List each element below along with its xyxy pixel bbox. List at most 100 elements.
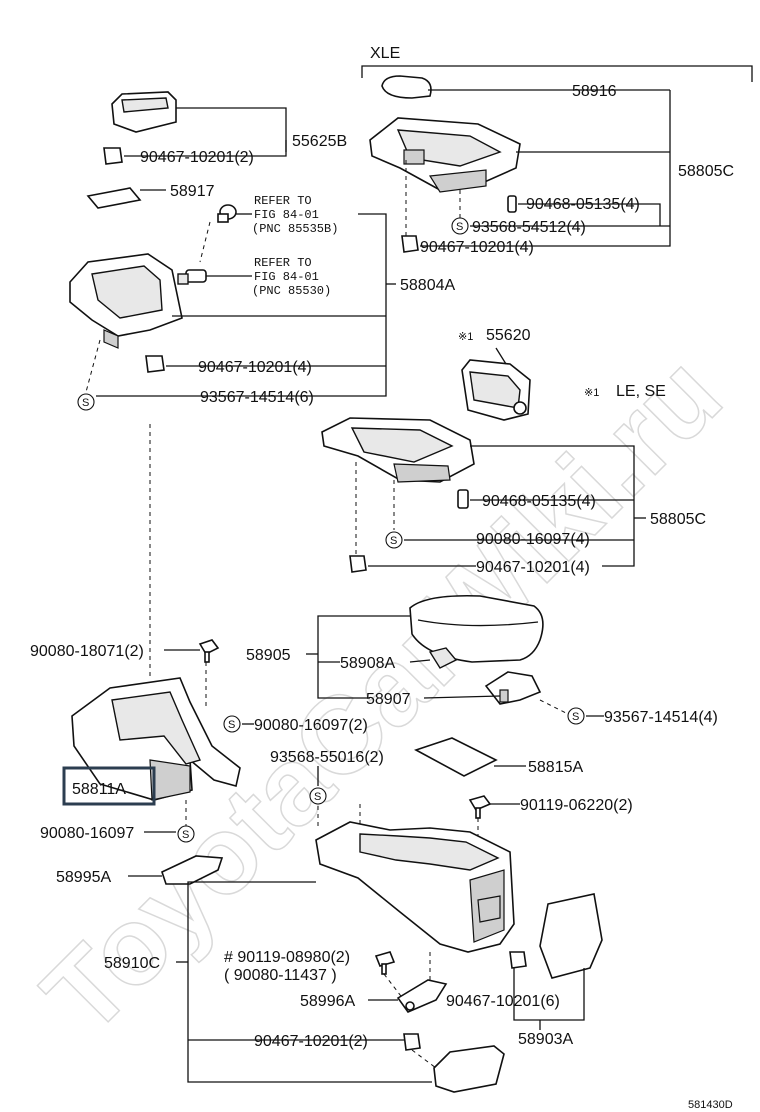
dash-refer1 — [199, 221, 211, 263]
part-58907-hinge[interactable] — [484, 671, 542, 705]
leader-90467-10201-2-top — [124, 140, 287, 157]
part-58995A-bracket[interactable] — [161, 855, 224, 885]
label-90467-10201-4-top: 90467-10201(4) — [420, 239, 534, 256]
leader-58907 — [423, 695, 501, 699]
part-55620-box[interactable] — [461, 359, 531, 421]
label-58905: 58905 — [246, 647, 291, 664]
label-90080-11437: ( 90080-11437 ) — [224, 967, 337, 984]
part-58804A-panel[interactable] — [69, 253, 183, 349]
bracket-58910C — [187, 881, 432, 1083]
label-55625B: 55625B — [292, 133, 347, 150]
label-90468-05135-mid: 90468-05135(4) — [482, 493, 596, 510]
screw-icon-90080-16097[interactable]: S — [177, 825, 195, 843]
part-58903A-cover[interactable] — [539, 893, 603, 979]
xle-bracket — [361, 65, 753, 82]
screw-icon-93568-55016[interactable]: S — [309, 787, 327, 805]
part-90467-10201-4-low-clip[interactable] — [349, 555, 367, 573]
part-lamp-socket-85535B[interactable] — [217, 204, 237, 223]
bracket-58804A — [96, 213, 387, 397]
label-55620: 55620 — [486, 327, 531, 344]
label-90119-08980-2: # 90119-08980(2) — [224, 949, 350, 966]
label-58907: 58907 — [366, 691, 411, 708]
refer1-line3: (PNC 85535B) — [252, 222, 338, 236]
leader-90468-top — [518, 203, 661, 226]
highlight-box-58811A — [62, 766, 156, 806]
bracket-55625B — [176, 107, 287, 152]
leader-55620 — [495, 347, 507, 365]
part-58908A-latch[interactable] — [428, 647, 458, 669]
part-90467-10201-top-clip[interactable] — [401, 235, 419, 253]
label-90467-10201-6: 90467-10201(6) — [446, 993, 560, 1010]
part-90467-10201-2-bot-clip[interactable] — [403, 1033, 421, 1051]
svg-text:S: S — [314, 791, 321, 803]
svg-text:S: S — [456, 221, 463, 233]
part-58815A-pad[interactable] — [413, 737, 498, 777]
label-58908A: 58908A — [340, 655, 395, 672]
dash-93567-14514-4 — [539, 699, 569, 715]
part-90467-10201-6-clip[interactable] — [509, 951, 527, 969]
part-58996A-bracket[interactable] — [396, 979, 448, 1013]
screw-icon-93568-54512[interactable]: S — [451, 217, 469, 235]
svg-text:S: S — [390, 535, 397, 547]
svg-text:S: S — [82, 397, 89, 409]
part-55625B-box[interactable] — [111, 91, 177, 133]
label-93568-55016-2: 93568-55016(2) — [270, 749, 384, 766]
label-58815A: 58815A — [528, 759, 583, 776]
leader-58908A-b — [409, 659, 431, 663]
label-93567-14514-6: 93567-14514(6) — [200, 389, 314, 406]
label-93567-14514-4: 93567-14514(4) — [604, 709, 718, 726]
part-90467-10201-4-mid-clip[interactable] — [145, 355, 165, 373]
bracket-58805C-mid — [470, 445, 635, 567]
label-90467-10201-2-top: 90467-10201(2) — [140, 149, 254, 166]
part-58905-armrest[interactable] — [409, 594, 544, 663]
screw-icon-90080-16097-4[interactable]: S — [385, 531, 403, 549]
label-58903A: 58903A — [518, 1031, 573, 1048]
part-58910C-console-body[interactable] — [315, 821, 515, 953]
part-90119-06220-bolt[interactable] — [468, 795, 492, 819]
part-90468-05135-mid-clip[interactable] — [457, 489, 469, 509]
dash-left-1 — [85, 339, 101, 393]
part-58805C-mid-tray[interactable] — [321, 417, 475, 483]
part-90080-18071-bolt[interactable] — [198, 639, 220, 663]
screw-icon-93567-14514-4[interactable]: S — [567, 707, 585, 725]
label-58910C: 58910C — [104, 955, 160, 972]
note1-marker-b: ※1 — [584, 387, 599, 399]
part-58916-lid[interactable] — [381, 75, 432, 99]
label-90080-16097-2: 90080-16097(2) — [254, 717, 368, 734]
diagram-code: 581430D — [688, 1099, 733, 1111]
part-58805C-top-tray[interactable] — [369, 117, 521, 193]
label-58804A: 58804A — [400, 277, 455, 294]
label-90467-10201-4-mid: 90467-10201(4) — [198, 359, 312, 376]
refer1-line2: FIG 84-01 — [254, 208, 319, 222]
part-90468-05135-top-clip[interactable] — [507, 195, 517, 213]
label-58917: 58917 — [170, 183, 215, 200]
note1-marker-a: ※1 — [458, 331, 473, 343]
part-90119-08980-bolt[interactable] — [374, 951, 396, 975]
part-90467-10201-2-clip[interactable] — [103, 147, 123, 165]
label-58811A: 58811A — [72, 781, 126, 798]
part-lamp-85530[interactable] — [177, 269, 207, 285]
label-93568-54512: 93568-54512(4) — [472, 219, 586, 236]
refer1-line1: REFER TO — [254, 194, 312, 208]
label-58805C-mid: 58805C — [650, 511, 706, 528]
svg-text:S: S — [182, 829, 189, 841]
label-90467-10201-4-low: 90467-10201(4) — [476, 559, 590, 576]
label-58916: 58916 — [572, 83, 617, 100]
part-58917-pad[interactable] — [86, 187, 142, 209]
refer2-line3: (PNC 85530) — [252, 284, 331, 298]
svg-text:S: S — [228, 719, 235, 731]
label-90080-16097-4: 90080-16097(4) — [476, 531, 590, 548]
part-end-cap[interactable] — [433, 1045, 505, 1093]
label-90467-10201-2-bot: 90467-10201(2) — [254, 1033, 368, 1050]
bracket-58905 — [317, 615, 410, 699]
screw-icon-90080-16097-2[interactable]: S — [223, 715, 241, 733]
screw-icon-93567-14514-6[interactable]: S — [77, 393, 95, 411]
label-58805C-top: 58805C — [678, 163, 734, 180]
label-58996A: 58996A — [300, 993, 355, 1010]
xle-label: XLE — [370, 45, 400, 62]
svg-text:S: S — [572, 711, 579, 723]
label-90119-06220-2: 90119-06220(2) — [520, 797, 633, 814]
bracket-58903A — [513, 968, 585, 1021]
refer2-line1: REFER TO — [254, 256, 312, 270]
